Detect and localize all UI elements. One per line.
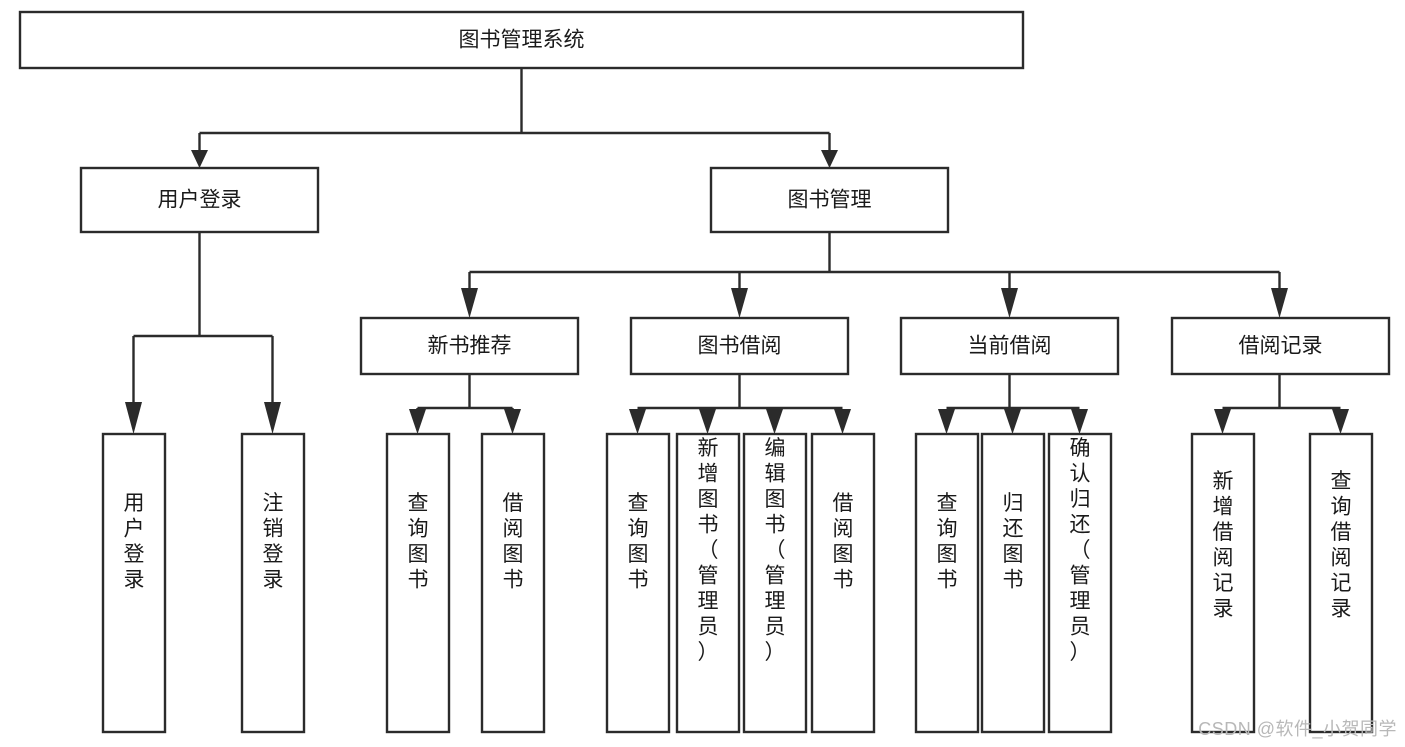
connector-group-root xyxy=(191,68,838,168)
connector-group-new-book-recommend xyxy=(409,374,521,434)
arrow-head-bb-leaf-2 xyxy=(699,409,716,434)
node-leaf-user-login-box[interactable] xyxy=(101,432,167,734)
node-leaf-query-borrow-record[interactable]: 查询借阅记录 xyxy=(1308,432,1374,734)
node-book-management[interactable]: 图书管理 xyxy=(709,166,950,234)
arrow-head-user-login xyxy=(191,150,208,168)
node-leaf-return-book-box[interactable] xyxy=(980,432,1046,734)
node-borrow-record[interactable]: 借阅记录 xyxy=(1170,316,1391,376)
node-leaf-add-book-admin-box[interactable] xyxy=(675,432,741,734)
node-book-borrow-box[interactable] xyxy=(629,316,850,376)
connector-group-user-login xyxy=(125,232,281,434)
node-leaf-confirm-return-admin-label: 确认归还（管理员） xyxy=(1070,437,1091,664)
node-leaf-borrow-book-nbr-label: 借阅图书 xyxy=(503,492,524,592)
arrow-head-cb-leaf-2 xyxy=(1004,409,1021,434)
arrow-head-br-leaf-1 xyxy=(1214,409,1231,434)
node-leaf-logout-box[interactable] xyxy=(240,432,306,734)
node-borrow-record-label: 借阅记录 xyxy=(1239,335,1323,358)
arrow-head-nbr-leaf-2 xyxy=(504,409,521,434)
node-leaf-confirm-return-admin[interactable]: 确认归还（管理员） xyxy=(1047,432,1113,734)
node-leaf-return-book-label: 归还图书 xyxy=(1003,492,1024,592)
node-user-login-label: 用户登录 xyxy=(158,189,242,212)
node-current-borrow-label: 当前借阅 xyxy=(968,335,1052,358)
node-user-login[interactable]: 用户登录 xyxy=(79,166,320,234)
node-root-system-label: 图书管理系统 xyxy=(459,29,585,52)
arrow-head-leaf-user-login xyxy=(125,402,142,434)
arrow-head-bb-leaf-4 xyxy=(834,409,851,434)
node-user-login-box[interactable] xyxy=(79,166,320,234)
node-leaf-query-book-cb-label: 查询图书 xyxy=(937,492,958,592)
node-leaf-edit-book-admin[interactable]: 编辑图书（管理员） xyxy=(742,432,808,734)
node-leaf-query-book-bb[interactable]: 查询图书 xyxy=(605,432,671,734)
connector-group-current-borrow xyxy=(938,374,1088,434)
node-new-book-recommend-label: 新书推荐 xyxy=(428,335,512,358)
arrow-head-cb-leaf-3 xyxy=(1071,409,1088,434)
node-book-borrow[interactable]: 图书借阅 xyxy=(629,316,850,376)
node-leaf-query-book-nbr-label: 查询图书 xyxy=(408,492,429,592)
arrow-head-bb-leaf-3 xyxy=(766,409,783,434)
node-new-book-recommend-box[interactable] xyxy=(359,316,580,376)
node-borrow-record-box[interactable] xyxy=(1170,316,1391,376)
node-leaf-borrow-book-bb-box[interactable] xyxy=(810,432,876,734)
node-leaf-query-book-cb-box[interactable] xyxy=(914,432,980,734)
node-book-management-label: 图书管理 xyxy=(788,189,872,212)
node-leaf-logout-label: 注销登录 xyxy=(263,492,284,592)
node-leaf-edit-book-admin-box[interactable] xyxy=(742,432,808,734)
node-leaf-borrow-book-nbr[interactable]: 借阅图书 xyxy=(480,432,546,734)
node-leaf-add-book-admin-label: 新增图书（管理员） xyxy=(698,437,719,664)
node-leaf-borrow-book-nbr-box[interactable] xyxy=(480,432,546,734)
node-root-system[interactable]: 图书管理系统 xyxy=(18,10,1025,70)
arrow-head-leaf-logout xyxy=(264,402,281,434)
connector-group-book-manage xyxy=(461,232,1288,318)
arrow-head-book-manage xyxy=(821,150,838,168)
node-current-borrow-box[interactable] xyxy=(899,316,1120,376)
node-leaf-query-book-bb-box[interactable] xyxy=(605,432,671,734)
arrow-head-borrow-record xyxy=(1271,288,1288,318)
arrow-head-bb-leaf-1 xyxy=(629,409,646,434)
node-leaf-add-borrow-record[interactable]: 新增借阅记录 xyxy=(1190,432,1256,734)
node-leaf-query-book-nbr-box[interactable] xyxy=(385,432,451,734)
node-leaf-borrow-book-bb[interactable]: 借阅图书 xyxy=(810,432,876,734)
node-new-book-recommend[interactable]: 新书推荐 xyxy=(359,316,580,376)
node-leaf-query-book-cb[interactable]: 查询图书 xyxy=(914,432,980,734)
arrow-head-book-borrow xyxy=(731,288,748,318)
node-leaf-add-borrow-record-box[interactable] xyxy=(1190,432,1256,734)
node-leaf-borrow-book-bb-label: 借阅图书 xyxy=(833,492,854,592)
node-leaf-user-login-label: 用户登录 xyxy=(124,492,145,592)
node-root-system-box[interactable] xyxy=(18,10,1025,70)
node-book-management-box[interactable] xyxy=(709,166,950,234)
node-leaf-user-login[interactable]: 用户登录 xyxy=(101,432,167,734)
arrow-head-current-borrow xyxy=(1001,288,1018,318)
node-leaf-edit-book-admin-label: 编辑图书（管理员） xyxy=(765,437,786,664)
node-leaf-query-book-nbr[interactable]: 查询图书 xyxy=(385,432,451,734)
node-leaf-confirm-return-admin-box[interactable] xyxy=(1047,432,1113,734)
node-leaf-query-borrow-record-label: 查询借阅记录 xyxy=(1331,470,1352,621)
node-leaf-logout[interactable]: 注销登录 xyxy=(240,432,306,734)
connector-group-book-borrow xyxy=(629,374,851,434)
node-leaf-add-book-admin[interactable]: 新增图书（管理员） xyxy=(675,432,741,734)
arrow-head-new-book-recommend xyxy=(461,288,478,318)
arrow-head-br-leaf-2 xyxy=(1332,409,1349,434)
arrow-head-nbr-leaf-1 xyxy=(409,409,426,434)
node-current-borrow[interactable]: 当前借阅 xyxy=(899,316,1120,376)
node-book-borrow-label: 图书借阅 xyxy=(698,335,782,358)
node-leaf-return-book[interactable]: 归还图书 xyxy=(980,432,1046,734)
node-leaf-add-borrow-record-label: 新增借阅记录 xyxy=(1213,470,1234,621)
csdn-watermark: CSDN @软件_小贺同学 xyxy=(1198,719,1397,739)
arrow-head-cb-leaf-1 xyxy=(938,409,955,434)
node-leaf-query-borrow-record-box[interactable] xyxy=(1308,432,1374,734)
connector-group-borrow-record xyxy=(1214,374,1349,434)
node-leaf-query-book-bb-label: 查询图书 xyxy=(628,492,649,592)
